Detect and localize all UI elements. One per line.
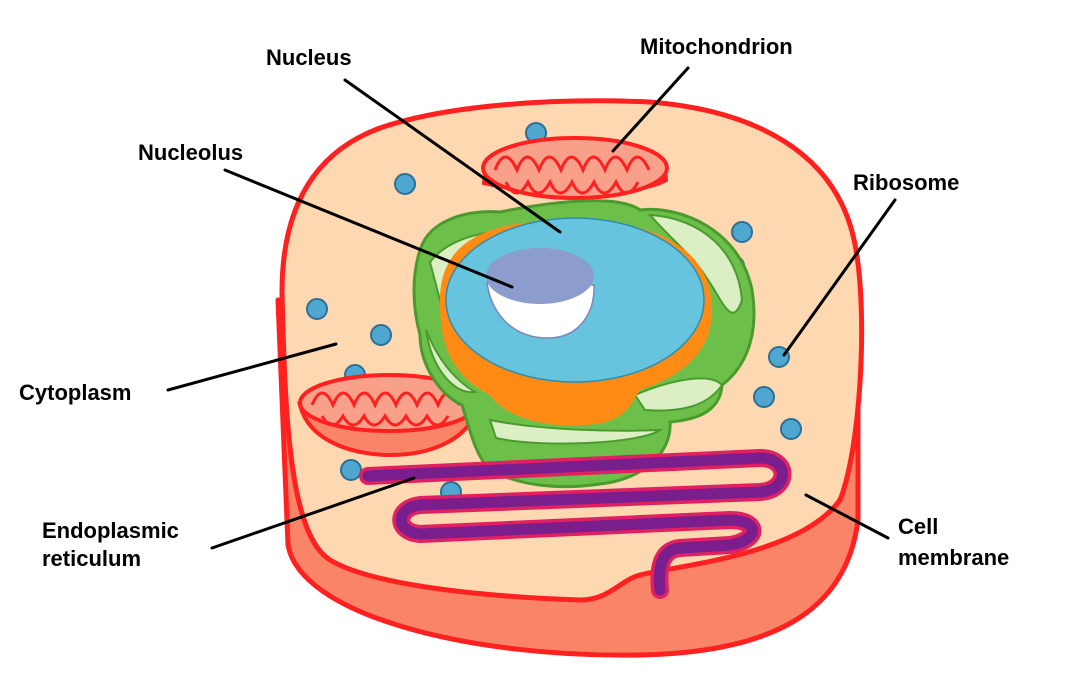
ribosome-dot: [370, 324, 392, 346]
label-endoplasmic-line2: reticulum: [42, 546, 142, 571]
ribosome-dot: [306, 298, 328, 320]
label-ribosome: Ribosome: [853, 170, 960, 195]
nucleolus: [486, 248, 595, 339]
ribosome-dot: [731, 221, 753, 243]
label-cell-line2: membrane: [898, 545, 1010, 570]
ribosome-dot: [394, 173, 416, 195]
label-cell-line1: Cell: [898, 514, 939, 539]
cell-membrane-leader: [804, 493, 890, 540]
mitochondrion-bottom: [297, 373, 481, 458]
label-nucleolus: Nucleolus: [138, 140, 244, 165]
ribosome-dot: [753, 386, 775, 408]
label-mitochondrion: Mitochondrion: [640, 34, 793, 59]
mitochondrion-top: [481, 136, 669, 200]
nucleus-leader: [343, 78, 562, 234]
label-cytoplasm: Cytoplasm: [19, 380, 132, 405]
nucleolus-leader: [223, 168, 514, 289]
endoplasmic-reticulum-tube-inner: [362, 452, 788, 596]
ribosome-dot: [340, 459, 362, 481]
label-endoplasmic-line1: Endoplasmic: [42, 518, 179, 543]
ribosome-leader: [782, 198, 897, 357]
label-nucleus: Nucleus: [266, 45, 352, 70]
ribosome-dot: [768, 346, 790, 368]
ribosome-dot: [780, 418, 802, 440]
leader-lines: [166, 66, 897, 550]
cytoplasm-leader: [166, 342, 338, 392]
mitochondrion-leader: [611, 66, 690, 153]
endoplasmic-leader: [210, 476, 416, 550]
